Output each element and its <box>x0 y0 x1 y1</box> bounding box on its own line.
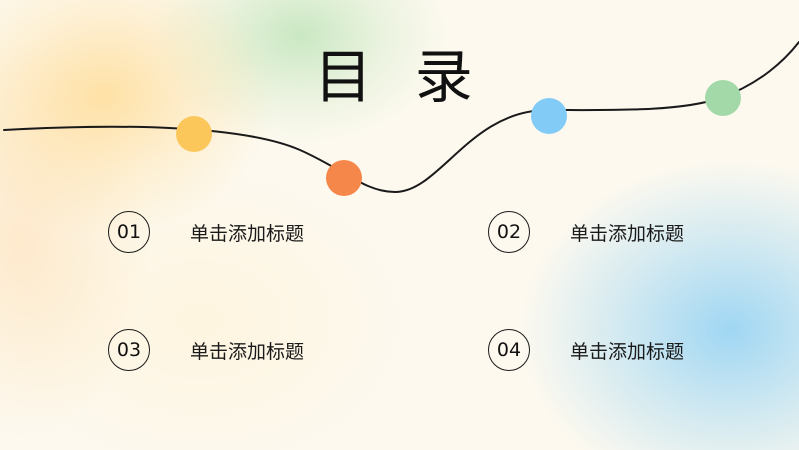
toc-number-04: 04 <box>488 329 530 371</box>
toc-label-04: 单击添加标题 <box>570 340 685 363</box>
toc-number-03: 03 <box>108 329 150 371</box>
toc-label-02: 单击添加标题 <box>570 222 685 245</box>
toc-item-02[interactable]: 02 单击添加标题 <box>488 211 684 253</box>
toc-item-03[interactable]: 03 单击添加标题 <box>108 329 304 371</box>
dot-green <box>705 80 741 116</box>
toc-label-03: 单击添加标题 <box>190 340 305 363</box>
dot-orange <box>326 160 362 196</box>
toc-label-01: 单击添加标题 <box>190 222 305 245</box>
dot-yellow <box>176 116 212 152</box>
toc-item-01[interactable]: 01 单击添加标题 <box>108 211 304 253</box>
dot-blue <box>531 98 567 134</box>
toc-item-04[interactable]: 04 单击添加标题 <box>488 329 684 371</box>
toc-number-02: 02 <box>488 211 530 253</box>
toc-number-01: 01 <box>108 211 150 253</box>
page-title: 目 录 <box>314 43 485 111</box>
